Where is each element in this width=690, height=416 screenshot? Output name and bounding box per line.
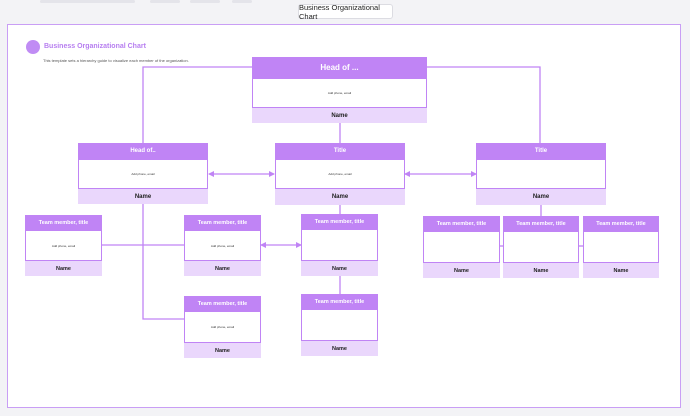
org-card-team-member-5[interactable]: Team member, title Name — [503, 216, 579, 278]
card-name: Name — [275, 189, 405, 205]
card-title: Team member, title — [184, 215, 261, 230]
org-card-team-member-7[interactable]: Team member, title Add phone, email Name — [184, 296, 261, 358]
chart-title: Business Organizational Chart — [44, 43, 146, 50]
org-card-team-member-2[interactable]: Team member, title Add phone, email Name — [184, 215, 261, 276]
card-name: Name — [301, 261, 378, 276]
card-name: Name — [423, 263, 500, 278]
org-card-head[interactable]: Head of ... Add phone, email Name — [252, 57, 427, 123]
card-name: Name — [476, 189, 606, 205]
card-title: Team member, title — [301, 214, 378, 229]
org-card-team-member-3[interactable]: Team member, title Name — [301, 214, 378, 276]
card-title: Title — [275, 143, 405, 159]
card-title: Head of ... — [252, 57, 427, 78]
card-title: Team member, title — [503, 216, 579, 231]
org-card-team-member-1[interactable]: Team member, title Add phone, email Name — [25, 215, 102, 276]
toolbar-placeholder — [232, 0, 252, 3]
card-title: Team member, title — [184, 296, 261, 311]
toolbar-placeholder — [190, 0, 220, 3]
logo-circle-icon — [26, 40, 40, 54]
org-card-team-member-6[interactable]: Team member, title Name — [583, 216, 659, 278]
card-name: Name — [184, 343, 261, 358]
card-title: Team member, title — [583, 216, 659, 231]
card-title: Team member, title — [423, 216, 500, 231]
card-contact-info: Add phone, email — [252, 78, 427, 108]
card-title: Title — [476, 143, 606, 159]
card-name: Name — [25, 261, 102, 276]
card-title: Team member, title — [301, 294, 378, 309]
org-card-title2[interactable]: Title Name — [476, 143, 606, 205]
card-name: Name — [301, 341, 378, 356]
card-name: Name — [184, 261, 261, 276]
card-contact-info: Add phone, email — [25, 230, 102, 261]
toolbar-placeholder — [150, 0, 180, 3]
card-contact-info — [503, 231, 579, 263]
connector-head-to-head2 — [142, 66, 252, 143]
card-name: Name — [503, 263, 579, 278]
card-title: Head of.. — [78, 143, 208, 159]
org-card-title1[interactable]: Title Add phone, email Name — [275, 143, 405, 205]
connector-head-to-title2 — [427, 66, 541, 143]
document-title[interactable]: Business Organizational Chart — [298, 3, 393, 21]
card-name: Name — [78, 189, 208, 204]
org-card-team-member-4[interactable]: Team member, title Name — [423, 216, 500, 278]
card-contact-info — [301, 229, 378, 261]
org-card-head2[interactable]: Head of.. Add phone, email Name — [78, 143, 208, 204]
card-contact-info — [583, 231, 659, 263]
chart-description: This template sets a hierarchy guide to … — [43, 58, 189, 63]
toolbar-placeholder — [40, 0, 135, 3]
card-name: Name — [252, 108, 427, 123]
org-card-team-member-8[interactable]: Team member, title Name — [301, 294, 378, 356]
card-title: Team member, title — [25, 215, 102, 230]
card-contact-info: Add phone, email — [275, 159, 405, 189]
card-contact-info: Add phone, email — [78, 159, 208, 189]
card-contact-info — [476, 159, 606, 189]
card-contact-info: Add phone, email — [184, 311, 261, 343]
card-contact-info — [423, 231, 500, 263]
card-name: Name — [583, 263, 659, 278]
connector-head2-trunk — [142, 203, 184, 320]
card-contact-info: Add phone, email — [184, 230, 261, 261]
card-contact-info — [301, 309, 378, 341]
